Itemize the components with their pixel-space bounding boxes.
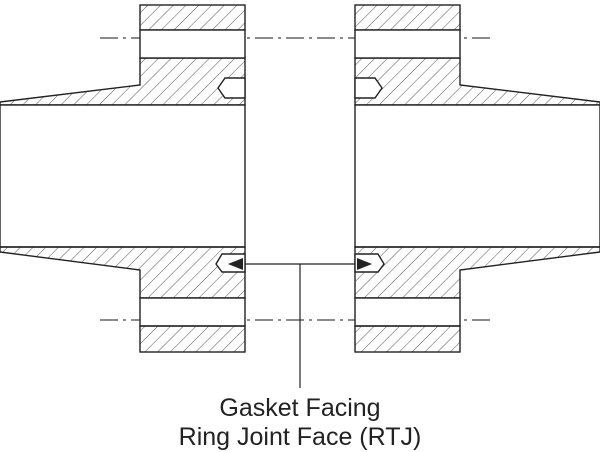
right-flange-bottom-section (354, 246, 600, 299)
right-flange (354, 4, 600, 353)
caption-ring-joint-face: Ring Joint Face (RTJ) (178, 423, 422, 451)
right-bolt-hole-top (354, 29, 461, 59)
right-flange-bottom-ring (354, 325, 461, 353)
right-pipe-bore (354, 104, 600, 248)
left-bolt-hole-top (139, 29, 246, 59)
right-flange-top-ring (354, 4, 461, 31)
left-flange-bottom-section (0, 246, 246, 299)
right-flange-top-section (354, 57, 600, 106)
left-flange-bottom-ring (139, 325, 246, 353)
left-flange-top-section (0, 57, 246, 106)
right-ring-gasket-marker (357, 258, 372, 270)
right-ring-groove-top (354, 77, 383, 99)
right-bolt-hole-bottom (354, 297, 461, 327)
left-ring-groove-top (217, 77, 246, 99)
left-bolt-hole-bottom (139, 297, 246, 327)
left-pipe-bore (0, 104, 246, 248)
left-ring-gasket-marker (228, 258, 243, 270)
left-flange-top-ring (139, 4, 246, 31)
caption-gasket-facing: Gasket Facing (219, 394, 381, 422)
left-flange (0, 4, 246, 353)
